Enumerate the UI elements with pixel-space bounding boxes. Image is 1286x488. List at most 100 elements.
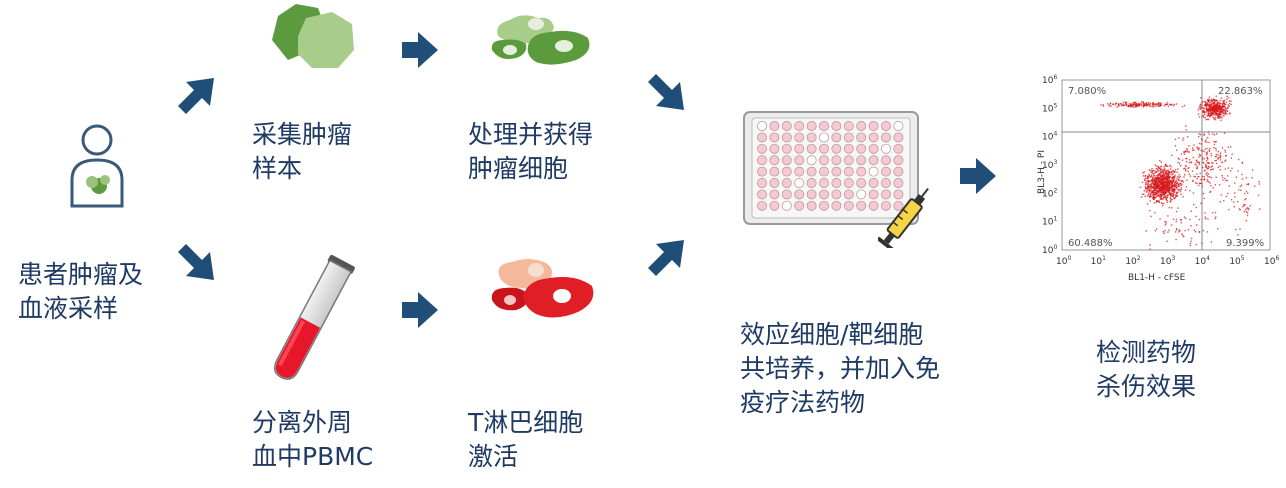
flow-event-dot xyxy=(1145,181,1147,184)
flow-event-dot xyxy=(1147,194,1149,196)
flow-event-dot xyxy=(1145,103,1147,105)
flow-event-dot xyxy=(1244,199,1246,201)
flow-event-dot xyxy=(1147,195,1149,197)
flow-event-dot xyxy=(1160,190,1163,192)
flow-event-dot xyxy=(1149,190,1151,192)
flow-event-dot xyxy=(1214,109,1216,111)
flow-event-dot xyxy=(1216,107,1219,109)
flow-event-dot xyxy=(1163,202,1165,205)
flow-event-dot xyxy=(1131,103,1133,105)
flow-event-dot xyxy=(1247,192,1249,194)
flow-event-dot xyxy=(1197,109,1199,111)
well xyxy=(769,189,780,200)
flow-event-dot xyxy=(1149,103,1151,105)
flow-event-dot xyxy=(1135,104,1137,106)
flow-event-dot xyxy=(1206,174,1208,177)
flow-event-dot xyxy=(1158,105,1160,108)
flow-event-dot xyxy=(1156,165,1158,167)
flow-event-dot xyxy=(1154,183,1157,186)
flow-event-dot xyxy=(1177,161,1179,164)
flow-event-dot xyxy=(1211,168,1213,171)
flow-event-dot xyxy=(1167,169,1169,171)
flow-event-dot xyxy=(1170,104,1172,106)
flow-event-dot xyxy=(1173,103,1176,106)
flow-event-dot xyxy=(1153,184,1156,187)
flow-event-dot xyxy=(1158,184,1160,186)
flow-event-dot xyxy=(1202,110,1204,112)
flow-event-dot xyxy=(1178,179,1180,182)
flow-event-dot xyxy=(1210,241,1213,243)
flow-event-dot xyxy=(1163,191,1166,193)
flow-event-dot xyxy=(1157,195,1160,197)
flow-event-dot xyxy=(1151,175,1153,177)
flow-event-dot xyxy=(1154,191,1156,193)
flow-event-dot xyxy=(1176,171,1178,173)
flow-event-dot xyxy=(1160,180,1162,182)
flow-event-dot xyxy=(1151,106,1153,108)
flow-event-dot xyxy=(1208,166,1210,168)
flow-event-dot xyxy=(1145,188,1147,190)
well xyxy=(881,189,891,200)
x-tick-label: 105 xyxy=(1229,255,1244,267)
flow-event-dot xyxy=(1147,179,1150,182)
flow-event-dot xyxy=(1146,203,1149,205)
flow-event-dot xyxy=(1157,180,1159,182)
flow-event-dot xyxy=(1213,118,1215,120)
flow-event-dot xyxy=(1203,134,1205,136)
flow-event-dot xyxy=(1180,180,1182,182)
flow-event-dot xyxy=(1233,206,1235,208)
flow-event-dot xyxy=(1234,192,1236,194)
flow-event-dot xyxy=(1196,182,1198,185)
flow-event-dot xyxy=(1135,104,1137,107)
well xyxy=(757,143,767,154)
flow-event-dot xyxy=(1165,170,1167,172)
flow-event-dot xyxy=(1157,200,1159,202)
flow-event-dot xyxy=(1164,103,1166,105)
flow-event-dot xyxy=(1165,173,1168,175)
arrow-up-right-2 xyxy=(644,236,688,280)
well xyxy=(769,200,780,211)
well xyxy=(843,178,854,188)
well xyxy=(806,155,817,166)
flow-event-dot xyxy=(1188,161,1191,164)
well xyxy=(893,200,904,211)
flow-event-dot xyxy=(1179,190,1182,193)
flow-event-dot xyxy=(1146,191,1148,193)
flow-event-dot xyxy=(1192,149,1194,151)
flow-event-dot xyxy=(1163,179,1165,182)
flow-event-dot xyxy=(1157,167,1159,169)
well xyxy=(856,189,867,200)
flow-event-dot xyxy=(1162,181,1164,184)
flow-event-dot xyxy=(1194,176,1197,178)
flow-event-dot xyxy=(1224,103,1226,105)
flow-event-dot xyxy=(1171,181,1173,183)
flow-event-dot xyxy=(1167,171,1169,173)
flow-event-dot xyxy=(1185,129,1188,131)
well xyxy=(806,178,817,188)
well xyxy=(881,178,891,188)
flow-event-dot xyxy=(1245,190,1248,193)
flow-event-dot xyxy=(1162,187,1165,189)
flow-event-dot xyxy=(1220,113,1222,115)
flow-event-dot xyxy=(1208,149,1211,151)
flow-event-dot xyxy=(1148,188,1150,190)
flow-event-dot xyxy=(1201,115,1203,117)
well xyxy=(881,166,891,177)
flow-event-dot xyxy=(1212,99,1215,102)
flow-event-dot xyxy=(1150,187,1153,190)
flow-event-dot xyxy=(1164,184,1166,186)
flow-event-dot xyxy=(1189,175,1192,177)
flow-event-dot xyxy=(1213,140,1215,143)
flow-event-dot xyxy=(1150,183,1152,185)
flow-event-dot xyxy=(1208,96,1211,98)
flow-event-dot xyxy=(1148,174,1150,176)
flow-event-dot xyxy=(1205,154,1208,156)
flow-event-dot xyxy=(1172,194,1175,196)
quadrant-bottom-right: 9.399% xyxy=(1226,238,1264,249)
flow-event-dot xyxy=(1259,208,1261,210)
flow-event-dot xyxy=(1158,179,1160,182)
flow-event-dot xyxy=(1210,169,1212,171)
flow-event-dot xyxy=(1165,188,1167,190)
flow-event-dot xyxy=(1206,101,1208,103)
flow-event-dot xyxy=(1221,103,1224,105)
